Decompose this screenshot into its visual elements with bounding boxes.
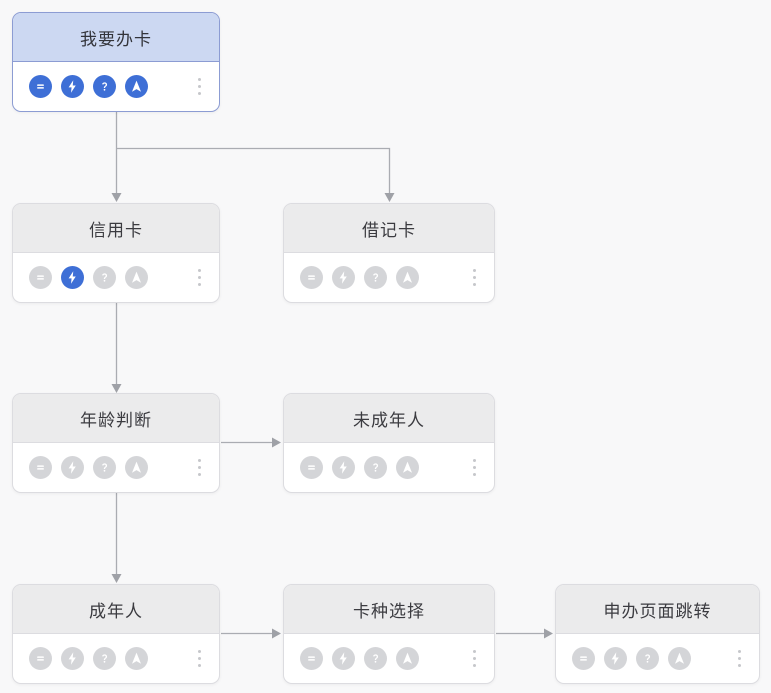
navigation-icon[interactable] xyxy=(396,266,419,289)
node-card-select[interactable]: 卡种选择 xyxy=(283,584,495,684)
navigation-icon[interactable] xyxy=(125,647,148,670)
node-title: 成年人 xyxy=(89,601,143,621)
node-toolbar xyxy=(284,443,494,492)
lightning-icon[interactable] xyxy=(61,266,84,289)
arrowhead-icon xyxy=(111,574,122,583)
node-header[interactable]: 年龄判断 xyxy=(13,394,219,443)
arrowhead-icon xyxy=(111,193,122,202)
node-age-check[interactable]: 年龄判断 xyxy=(12,393,220,493)
kebab-menu-icon[interactable] xyxy=(471,646,478,671)
arrowhead-icon xyxy=(272,628,281,639)
node-toolbar xyxy=(284,253,494,302)
kebab-menu-icon[interactable] xyxy=(471,265,478,290)
node-toolbar xyxy=(13,62,219,111)
list-icon[interactable] xyxy=(29,266,52,289)
list-icon[interactable] xyxy=(572,647,595,670)
lightning-icon[interactable] xyxy=(61,647,84,670)
list-icon[interactable] xyxy=(300,647,323,670)
node-title: 借记卡 xyxy=(362,220,416,240)
help-icon[interactable] xyxy=(636,647,659,670)
lightning-icon[interactable] xyxy=(61,75,84,98)
list-icon[interactable] xyxy=(300,266,323,289)
node-title: 未成年人 xyxy=(353,410,425,430)
node-toolbar xyxy=(284,634,494,683)
node-header[interactable]: 卡种选择 xyxy=(284,585,494,634)
help-icon[interactable] xyxy=(93,456,116,479)
node-title: 申办页面跳转 xyxy=(603,601,712,621)
node-header[interactable]: 我要办卡 xyxy=(13,13,219,62)
kebab-menu-icon[interactable] xyxy=(736,646,743,671)
node-toolbar xyxy=(13,253,219,302)
node-header[interactable]: 成年人 xyxy=(13,585,219,634)
navigation-icon[interactable] xyxy=(125,456,148,479)
node-title: 我要办卡 xyxy=(80,29,152,49)
lightning-icon[interactable] xyxy=(604,647,627,670)
arrowhead-icon xyxy=(384,193,395,202)
node-adult[interactable]: 成年人 xyxy=(12,584,220,684)
navigation-icon[interactable] xyxy=(125,266,148,289)
lightning-icon[interactable] xyxy=(332,456,355,479)
node-apply-jump[interactable]: 申办页面跳转 xyxy=(555,584,760,684)
list-icon[interactable] xyxy=(29,75,52,98)
list-icon[interactable] xyxy=(300,456,323,479)
help-icon[interactable] xyxy=(93,266,116,289)
node-toolbar xyxy=(13,634,219,683)
list-icon[interactable] xyxy=(29,456,52,479)
arrowhead-icon xyxy=(544,628,553,639)
help-icon[interactable] xyxy=(93,75,116,98)
node-header[interactable]: 申办页面跳转 xyxy=(556,585,759,634)
lightning-icon[interactable] xyxy=(332,647,355,670)
help-icon[interactable] xyxy=(364,456,387,479)
edge-start-debit xyxy=(116,147,391,193)
node-toolbar xyxy=(13,443,219,492)
node-toolbar xyxy=(556,634,759,683)
node-credit-card[interactable]: 信用卡 xyxy=(12,203,220,303)
kebab-menu-icon[interactable] xyxy=(196,74,203,99)
arrowhead-icon xyxy=(111,384,122,393)
node-title: 信用卡 xyxy=(89,220,143,240)
navigation-icon[interactable] xyxy=(668,647,691,670)
navigation-icon[interactable] xyxy=(125,75,148,98)
node-title: 卡种选择 xyxy=(353,601,425,621)
kebab-menu-icon[interactable] xyxy=(196,646,203,671)
lightning-icon[interactable] xyxy=(332,266,355,289)
node-header[interactable]: 未成年人 xyxy=(284,394,494,443)
help-icon[interactable] xyxy=(364,647,387,670)
node-header[interactable]: 借记卡 xyxy=(284,204,494,253)
node-start[interactable]: 我要办卡 xyxy=(12,12,220,112)
navigation-icon[interactable] xyxy=(396,647,419,670)
node-header[interactable]: 信用卡 xyxy=(13,204,219,253)
arrowhead-icon xyxy=(272,437,281,448)
help-icon[interactable] xyxy=(364,266,387,289)
kebab-menu-icon[interactable] xyxy=(196,455,203,480)
node-title: 年龄判断 xyxy=(80,410,152,430)
navigation-icon[interactable] xyxy=(396,456,419,479)
node-minor[interactable]: 未成年人 xyxy=(283,393,495,493)
kebab-menu-icon[interactable] xyxy=(196,265,203,290)
node-debit-card[interactable]: 借记卡 xyxy=(283,203,495,303)
kebab-menu-icon[interactable] xyxy=(471,455,478,480)
list-icon[interactable] xyxy=(29,647,52,670)
lightning-icon[interactable] xyxy=(61,456,84,479)
help-icon[interactable] xyxy=(93,647,116,670)
